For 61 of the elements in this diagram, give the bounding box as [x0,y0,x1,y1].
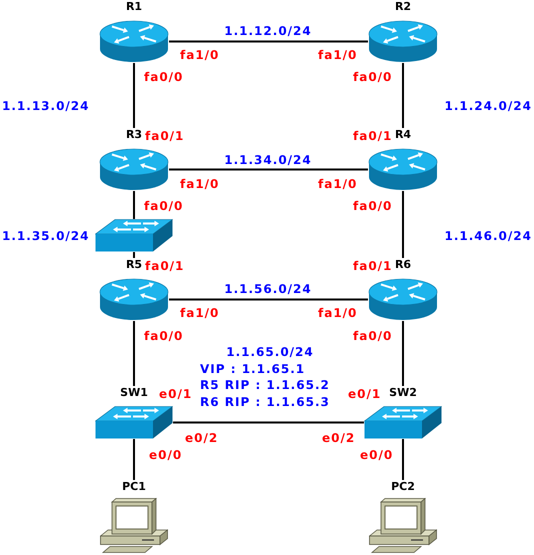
device-name: R6 [394,258,412,272]
port-label: fa0/0 [144,70,184,84]
network-link [402,321,404,386]
device-name: PC1 [122,480,146,494]
subnet-label: 1.1.24.0/24 [444,99,532,113]
device-name: R1 [126,0,142,14]
port-label: e0/2 [322,431,356,445]
subnet-label: 1.1.34.0/24 [224,153,312,167]
port-label: fa0/0 [353,199,392,213]
switch-icon [95,219,173,252]
device-name: R5 [126,258,142,272]
device-name: R3 [126,128,142,142]
port-label: fa1/0 [318,306,358,320]
computer [369,480,437,553]
network-link [133,252,135,258]
port-label: e0/0 [360,448,394,462]
router [99,0,169,63]
port-label: e0/2 [185,431,218,445]
address-note: VIP : 1.1.65.1 [200,362,306,376]
port-label: fa0/0 [144,199,184,213]
network-link [133,63,135,128]
subnet-label: 1.1.12.0/24 [224,24,312,38]
device-name: SW1 [120,386,148,400]
subnet-label: 1.1.13.0/24 [2,99,90,113]
device-name: SW2 [389,386,417,400]
network-link [173,422,364,424]
device-name: R2 [394,0,412,14]
device-name: R4 [394,128,412,142]
port-label: fa0/1 [145,129,184,143]
port-label: fa1/0 [318,48,358,62]
port-label: e0/1 [159,387,192,401]
port-label: fa0/1 [145,259,184,273]
router [368,0,438,63]
subnet-label: 1.1.56.0/24 [224,282,312,296]
port-label: fa0/0 [353,70,392,84]
subnet-label: 1.1.35.0/24 [2,229,90,243]
port-label: fa1/0 [180,177,220,191]
network-link [169,168,368,170]
network-link [402,63,404,128]
subnet-label: 1.1.46.0/24 [444,229,532,243]
port-label: e0/1 [348,387,382,401]
port-label: fa1/0 [180,306,220,320]
network-link [133,321,135,386]
network-link [133,439,135,480]
network-link [402,439,404,480]
subnet-label: 1.1.65.0/24 [226,345,314,359]
port-label: e0/0 [149,448,182,462]
port-label: fa0/0 [144,329,184,343]
port-label: fa1/0 [180,48,220,62]
port-label: fa1/0 [318,177,358,191]
device-name: PC2 [391,480,415,494]
network-link [169,298,368,300]
port-label: fa0/1 [353,259,392,273]
network-link [169,40,368,42]
port-label: fa0/0 [353,329,392,343]
port-label: fa0/1 [353,129,392,143]
network-link [133,191,135,219]
network-link [402,191,404,258]
address-note: R5 RIP : 1.1.65.2 [200,378,330,392]
address-note: R6 RIP : 1.1.65.3 [200,395,330,409]
computer [100,480,168,553]
